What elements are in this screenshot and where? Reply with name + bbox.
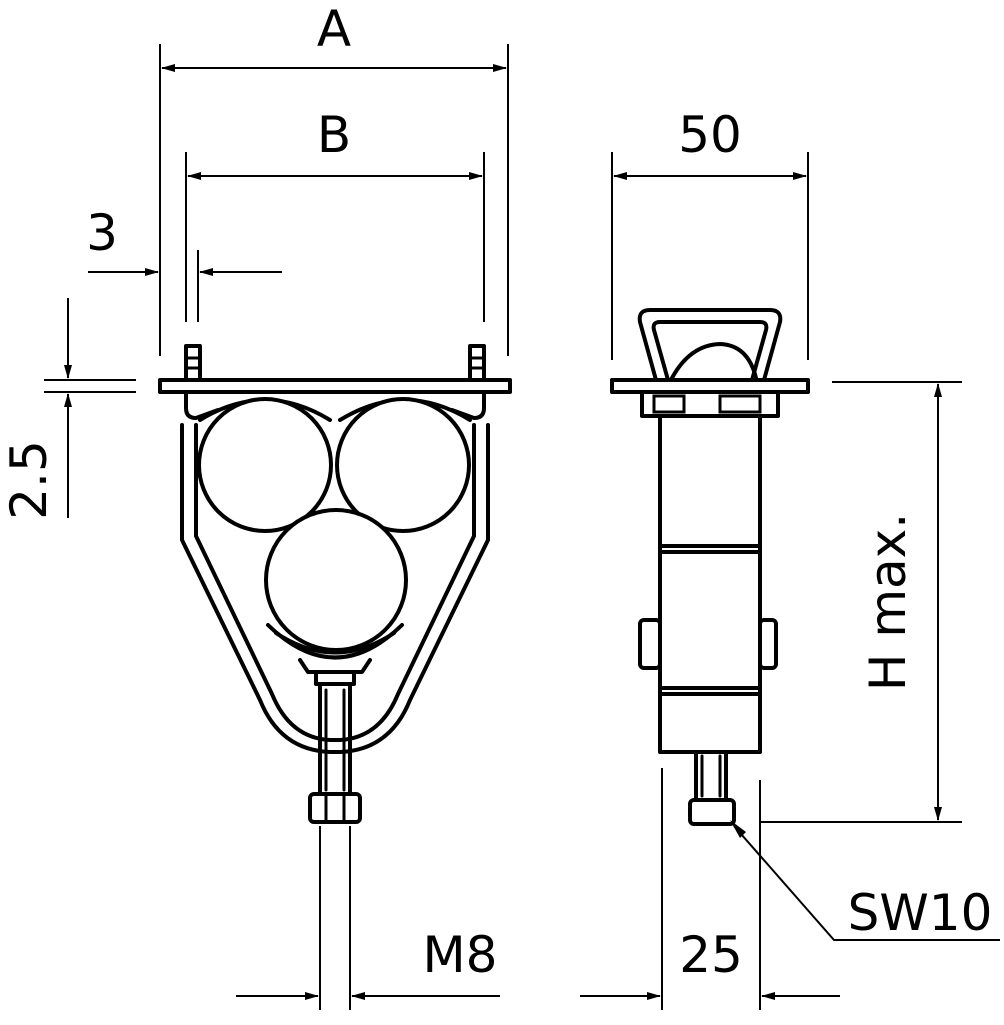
dim-50-label: 50 bbox=[678, 106, 742, 164]
side-handle-inner bbox=[651, 320, 769, 382]
dim-a-label: A bbox=[317, 0, 351, 58]
front-view bbox=[158, 344, 512, 824]
dim-25-label: 25 bbox=[679, 926, 743, 984]
front-right-stud bbox=[468, 344, 486, 382]
front-left-stud bbox=[184, 344, 202, 382]
dim-h-max-label: H max. bbox=[859, 513, 917, 691]
side-handle-arc bbox=[670, 342, 758, 380]
dim-b-label: B bbox=[317, 106, 351, 164]
front-cable-right bbox=[335, 397, 471, 533]
dim-2-5-label: 2.5 bbox=[0, 440, 58, 520]
front-left-hook bbox=[184, 390, 220, 420]
dim-3-label: 3 bbox=[86, 204, 118, 262]
front-inner-bracket bbox=[194, 423, 476, 742]
dim-sw10-leader bbox=[733, 825, 1000, 941]
front-cable-bottom bbox=[264, 508, 408, 652]
side-left-lug bbox=[638, 618, 662, 670]
front-bottom-cradle-inner bbox=[274, 631, 396, 655]
side-right-lug bbox=[758, 618, 778, 670]
front-top-plate bbox=[158, 378, 512, 394]
front-hex-nut bbox=[308, 792, 362, 824]
dim-sw10-label: SW10 bbox=[848, 884, 993, 942]
side-body bbox=[658, 414, 762, 754]
dim-m8-label: M8 bbox=[423, 926, 498, 984]
side-view bbox=[610, 308, 810, 826]
side-hex-nut bbox=[688, 798, 736, 826]
side-handle-outer bbox=[637, 308, 783, 382]
front-right-hook bbox=[450, 390, 486, 420]
front-cable-left bbox=[197, 397, 333, 533]
front-outer-bracket bbox=[180, 423, 490, 754]
